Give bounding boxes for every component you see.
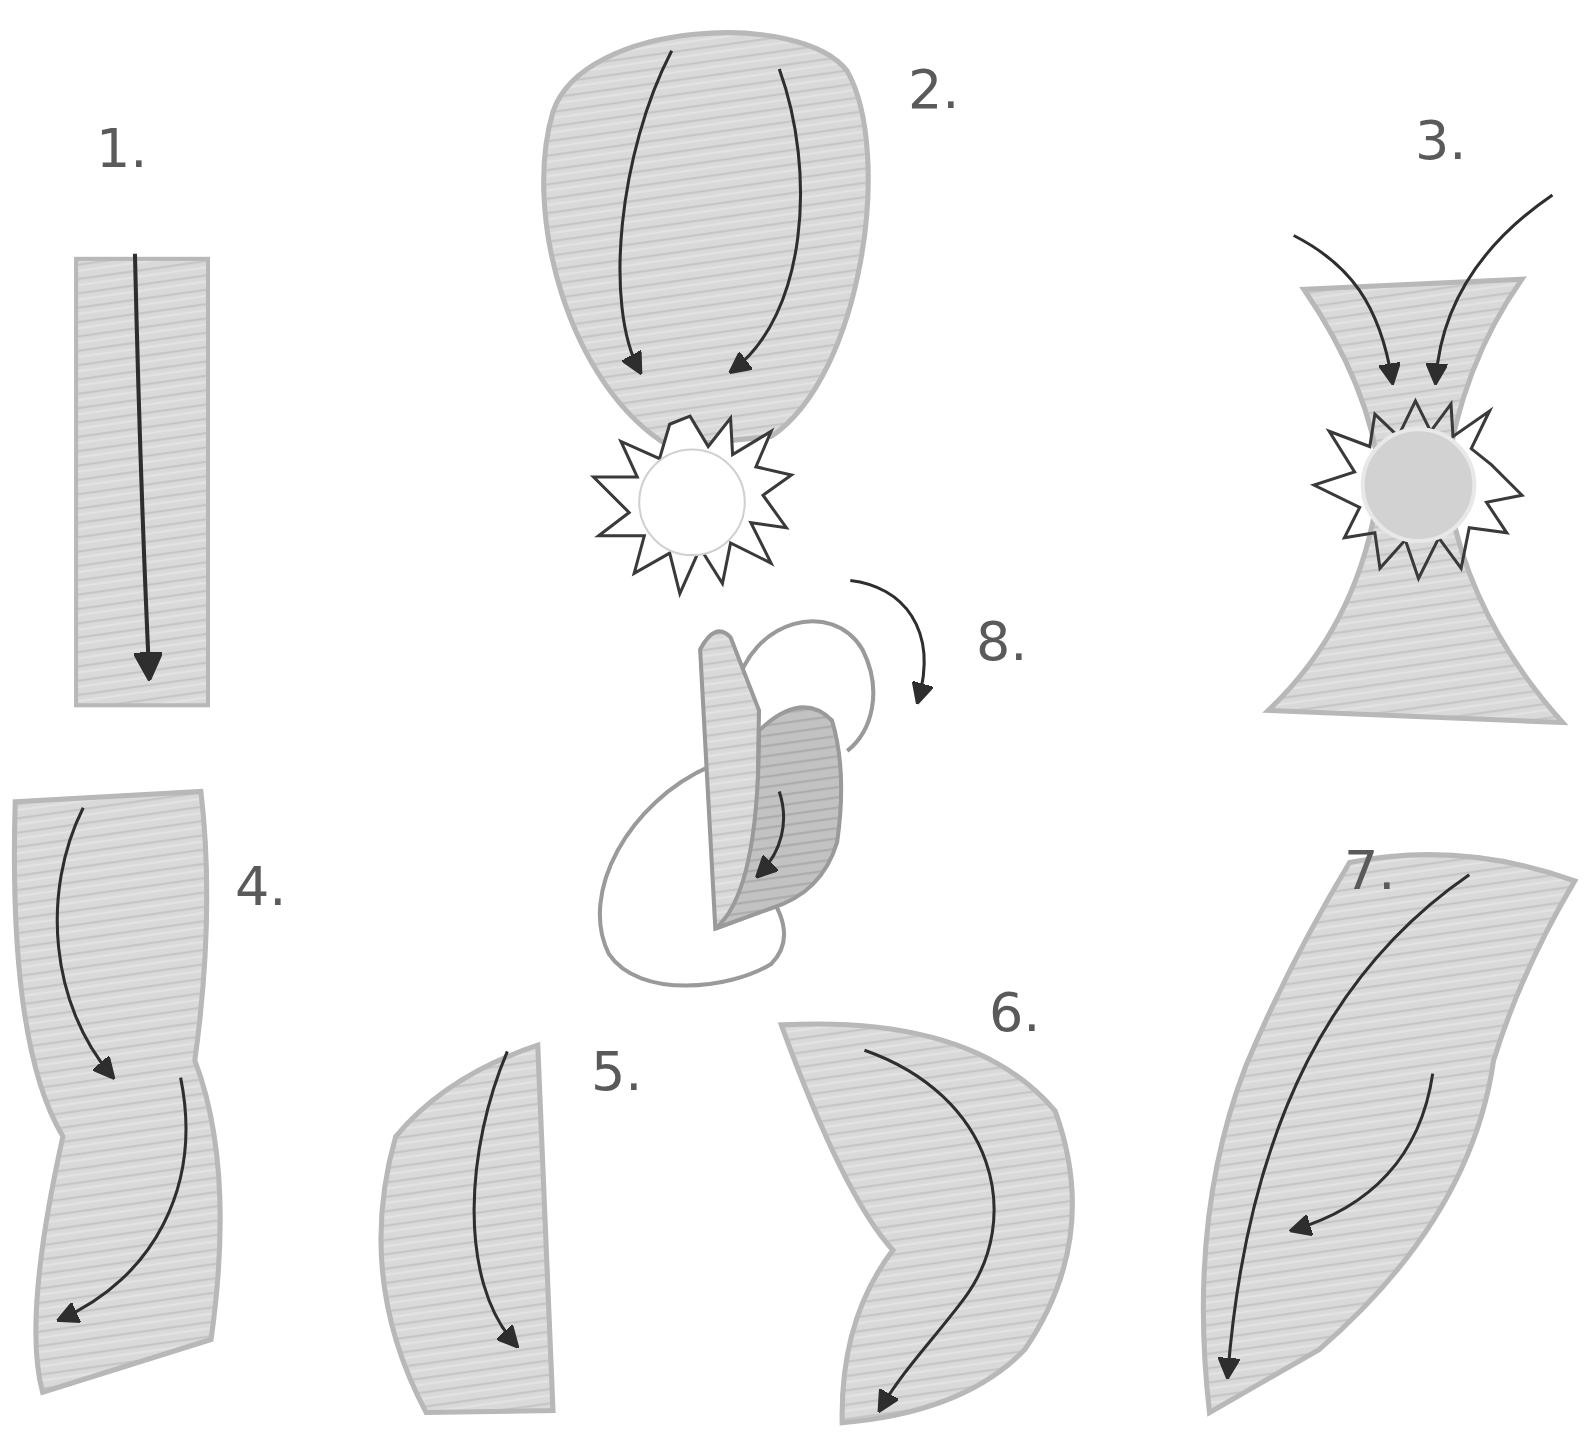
sketch-5: [381, 1045, 553, 1412]
callout-number: 8.: [976, 615, 1028, 669]
half-band: [381, 1045, 553, 1412]
callout-number: 7.: [1344, 844, 1396, 898]
callout-number: 5.: [591, 1045, 643, 1099]
sketch-3: [1268, 195, 1562, 723]
flow-arrow: [620, 51, 672, 371]
flow-arrow: [759, 792, 784, 875]
callout-number: 3.: [1415, 114, 1467, 168]
flow-arrow: [1228, 875, 1469, 1375]
sketch-2: [544, 33, 869, 594]
kinked-band: [14, 792, 220, 1393]
flow-arrow: [61, 1078, 186, 1319]
flow-arrow: [135, 254, 149, 675]
callout-number: 6.: [989, 986, 1041, 1040]
flow-arrow: [1436, 195, 1553, 381]
sketch-1: [76, 254, 208, 706]
chevron-band: [781, 1024, 1072, 1423]
flow-arrow: [864, 1050, 994, 1408]
callout-number: 4.: [235, 860, 287, 914]
sketch-8: [600, 580, 924, 985]
turn-arrow: [850, 580, 924, 700]
flow-arrow: [733, 69, 801, 370]
sketch-4: [14, 792, 220, 1393]
twisted-strip: [715, 707, 841, 928]
impact-core: [639, 450, 745, 556]
impact-star: [594, 416, 792, 594]
diagonal-band: [1203, 855, 1574, 1413]
sketch-7: [1203, 855, 1574, 1413]
callout-number: 2.: [908, 63, 960, 117]
drop-band: [544, 33, 869, 447]
hourglass-band: [1268, 279, 1562, 722]
flow-arrow: [57, 808, 111, 1076]
callout-number: 1.: [96, 122, 148, 176]
impact-star: [1314, 401, 1522, 579]
flow-arrow: [474, 1051, 515, 1344]
impact-core: [1363, 429, 1475, 541]
flow-arrow: [1294, 235, 1392, 380]
flow-arrow: [1294, 1074, 1433, 1230]
sketch-6: [781, 1024, 1072, 1423]
